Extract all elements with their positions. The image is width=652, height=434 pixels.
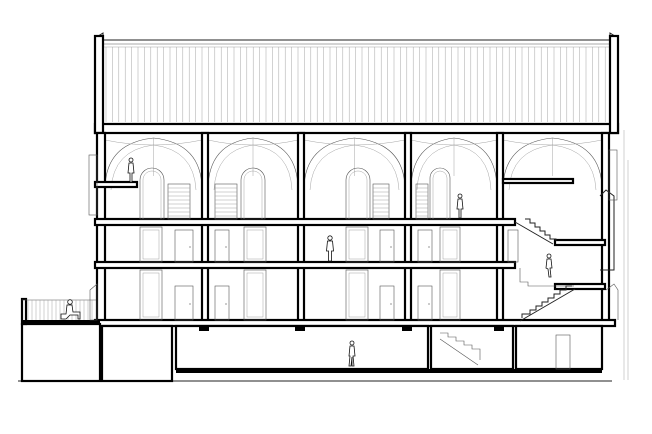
vault-rib: [104, 139, 203, 146]
footing-1: [199, 326, 209, 331]
basement-left-box: [20, 322, 102, 383]
door: [417, 229, 433, 263]
door: [174, 285, 194, 321]
vault-rib: [303, 139, 406, 146]
stair-flight-upper: [514, 218, 557, 245]
basement-room-2: [174, 324, 430, 371]
left-pier-upper: [88, 154, 98, 216]
vault-level: [104, 137, 603, 191]
terrace: [20, 297, 100, 326]
right-outer-wall: [600, 131, 611, 325]
basement-floor: [176, 369, 602, 373]
window: [345, 269, 369, 321]
window-inner: [442, 229, 458, 260]
door: [379, 285, 395, 321]
figures: [60, 157, 553, 367]
cross-wall-3: [403, 131, 413, 325]
stair-flight-mid: [519, 268, 574, 287]
door: [214, 229, 230, 263]
shelf-unit: [415, 183, 429, 220]
terrace-rail-bars: [27, 300, 93, 320]
cross-wall-2: [296, 131, 306, 325]
footing-4: [494, 326, 504, 331]
roof-ribs: [105, 47, 606, 122]
shelf-unit: [167, 183, 191, 220]
left-parapet: [93, 34, 105, 135]
basement: [20, 322, 604, 383]
footing-2: [295, 326, 305, 331]
vault-rib: [207, 139, 299, 146]
roof-slab: [93, 122, 620, 135]
window: [345, 226, 369, 263]
right-bay-window: [599, 189, 615, 271]
window: [243, 269, 267, 321]
window-inner: [142, 272, 160, 318]
basement-stair: [439, 332, 481, 366]
window: [439, 269, 461, 321]
arched-window-inner: [348, 170, 368, 219]
second-floor-slab: [93, 217, 517, 227]
first-floor-slab-right: [553, 282, 607, 291]
terrace-deck: [22, 320, 100, 324]
human-figure-first-floor: [326, 235, 334, 262]
left-outer-wall: [95, 131, 107, 325]
right-pier-lower: [605, 283, 619, 320]
door: [214, 285, 230, 321]
basement-door: [555, 334, 571, 370]
human-figure-second-floor: [456, 193, 464, 219]
shelf-unit: [214, 183, 238, 220]
seated-figure-terrace: [60, 299, 81, 320]
window: [139, 226, 163, 263]
window-inner: [142, 229, 160, 260]
arched-window-inner: [243, 170, 263, 219]
human-figure-gallery: [127, 157, 135, 183]
door: [417, 285, 433, 321]
gallery-balcony: [93, 180, 139, 189]
right-parapet: [608, 34, 620, 135]
right-pier-upper: [608, 149, 618, 201]
stair-landing-top: [501, 177, 575, 185]
openings: [139, 167, 461, 321]
window: [139, 269, 163, 321]
roof: [93, 32, 620, 135]
stair-flight-lower: [519, 285, 576, 322]
basement-room-4: [514, 324, 604, 371]
vault-rib: [410, 139, 498, 146]
left-exterior: [88, 154, 98, 321]
window: [439, 226, 461, 263]
window-inner: [246, 272, 264, 318]
window-inner: [348, 272, 366, 318]
basement-room-1: [100, 324, 174, 383]
left-pier-lower: [89, 283, 98, 321]
footing-3: [402, 326, 412, 331]
window-inner: [348, 229, 366, 260]
second-floor-slab-right: [553, 238, 607, 247]
window: [243, 226, 267, 263]
window-inner: [442, 272, 458, 318]
door: [174, 229, 194, 263]
arched-window: [240, 167, 266, 220]
window-inner: [246, 229, 264, 260]
shelf-unit: [372, 183, 390, 220]
right-exterior: [599, 130, 629, 380]
human-figure-basement: [348, 340, 356, 367]
vaults: [104, 137, 603, 191]
main-stair: [507, 218, 576, 322]
cross-wall-4: [495, 131, 505, 325]
human-figure-stair: [545, 253, 553, 278]
roof-outline: [94, 32, 619, 134]
first-floor-slab: [93, 260, 517, 270]
arched-window-inner: [432, 170, 448, 219]
stair-door: [507, 229, 519, 263]
arched-window: [139, 167, 165, 220]
arched-window: [345, 167, 371, 220]
door: [379, 229, 395, 263]
structure: [93, 131, 617, 328]
arched-window: [429, 167, 451, 220]
vault-rib: [502, 139, 603, 146]
arched-window-inner: [142, 170, 162, 219]
cross-wall-1: [200, 131, 210, 325]
